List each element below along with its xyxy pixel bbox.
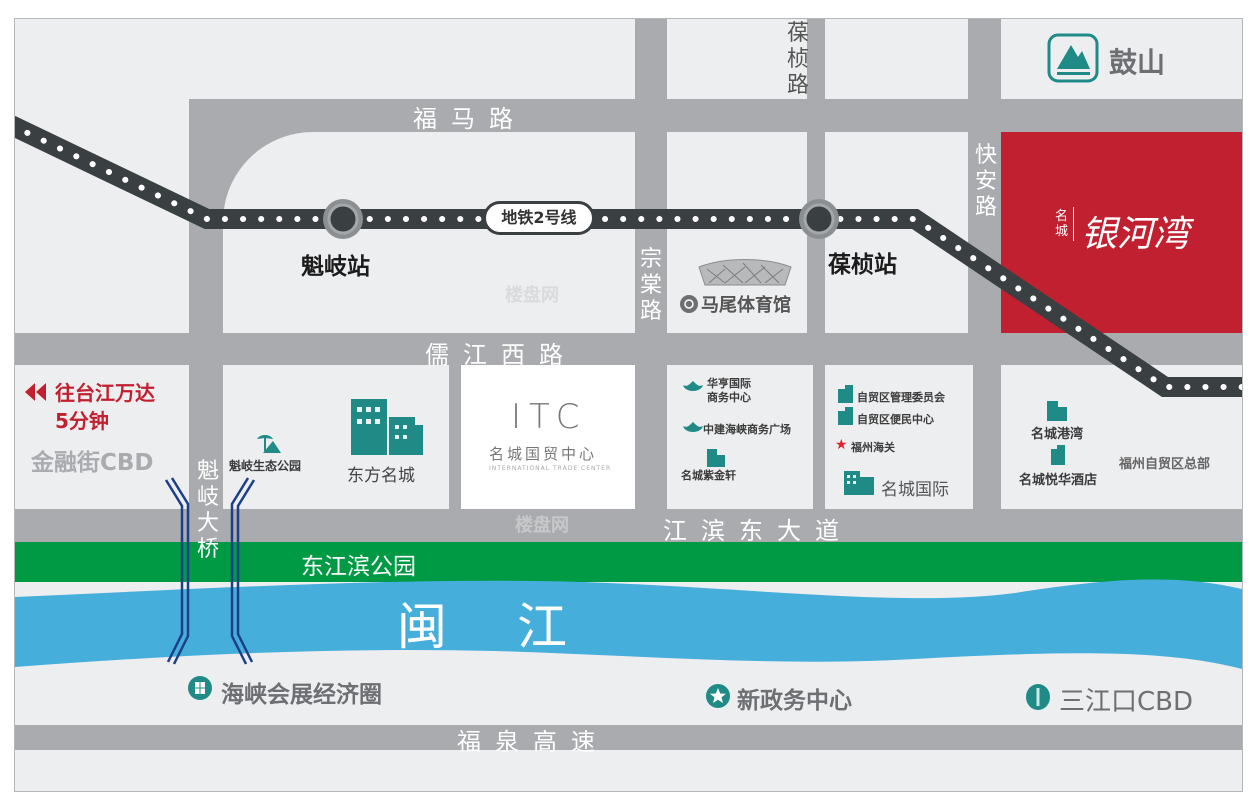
label-mingcheng-intl: 名城国际 xyxy=(881,480,949,500)
label-haixia-expo: 海峡会展经济圈 xyxy=(221,682,382,708)
building-icon xyxy=(838,407,853,425)
label-customs: 福州海关 xyxy=(851,441,895,454)
station-yingzhen: 葆桢站 xyxy=(828,252,897,278)
label-ftz-committee: 自贸区管理委员会 xyxy=(857,391,945,404)
label-itc-cn: 名城国贸中心 xyxy=(489,445,598,463)
block-itc xyxy=(461,365,635,509)
lotus-icon xyxy=(683,381,703,391)
block-top-mid xyxy=(667,19,807,99)
road-yingzhen: 葆桢路 xyxy=(786,21,809,98)
building-icon xyxy=(707,449,725,467)
label-gushan: 鼓山 xyxy=(1109,46,1166,79)
watermark: 楼盘网 xyxy=(505,285,559,306)
building-icon xyxy=(1051,445,1065,465)
itc-logo: ITC xyxy=(511,397,588,437)
label-mawei-gym: 马尾体育馆 xyxy=(701,295,791,316)
lotus-icon xyxy=(683,422,703,432)
road-fuquan-expressway: 福泉高速 xyxy=(457,728,609,756)
building-icon xyxy=(844,471,874,495)
label-zhongjian: 中建海峡商务广场 xyxy=(703,423,791,436)
station-kuiqi: 魁岐站 xyxy=(301,254,370,280)
label-huaheng-1: 华亨国际 xyxy=(707,377,751,390)
road-rujiang-west: 儒江西路 xyxy=(425,341,577,369)
road-kuiqi-bridge: 魁岐大桥 xyxy=(196,459,219,562)
label-mingcheng-gangwan: 名城港湾 xyxy=(1031,427,1084,442)
kuiqi-bridge xyxy=(164,477,256,665)
project-brand-small: 名城 xyxy=(1055,209,1069,239)
sports-icon xyxy=(680,295,698,313)
label-yuehua-hotel: 名城悦华酒店 xyxy=(1019,473,1098,488)
metro-line-2 xyxy=(15,115,1242,397)
block-bottom xyxy=(15,750,1242,791)
block-gushan xyxy=(1001,19,1242,99)
label-new-gov-center: 新政务中心 xyxy=(737,688,852,714)
expo-icon xyxy=(188,676,212,700)
project-divider xyxy=(1073,207,1074,241)
double-left-arrow-icon xyxy=(25,383,46,401)
label-huaheng-2: 商务中心 xyxy=(707,391,751,404)
building-icon xyxy=(351,399,423,455)
block-top-right1 xyxy=(825,19,968,99)
tower-icon xyxy=(1026,684,1050,710)
project-name: 银河湾 xyxy=(1081,214,1190,255)
star-icon: ★ xyxy=(835,437,848,453)
stadium-icon xyxy=(698,259,792,286)
building-icon xyxy=(838,385,853,403)
label-5-minutes: 5分钟 xyxy=(55,409,109,433)
road-jiangbin-east: 江滨东大道 xyxy=(663,517,853,545)
road-zongtang: 宗棠路 xyxy=(639,247,662,324)
label-itc-en: INTERNATIONAL TRADE CENTER xyxy=(489,465,612,472)
label-zijinxuan: 名城紫金轩 xyxy=(681,469,736,482)
label-kuiqi-park: 魁岐生态公园 xyxy=(229,459,302,473)
dongjiangbin-park-strip xyxy=(15,542,1242,582)
label-financial-cbd: 金融街CBD xyxy=(31,450,154,476)
location-map: 地铁2号线 魁岐站 葆桢站 福马路 儒江西路 江滨东大道 福泉高速 葆桢路 宗棠… xyxy=(14,18,1243,792)
palm-tree-icon xyxy=(257,435,281,453)
road-kuaian: 快安路 xyxy=(974,143,997,220)
label-minjiang: 闽江 xyxy=(397,598,637,656)
mountain-icon xyxy=(1047,33,1099,83)
label-ftz-service: 自贸区便民中心 xyxy=(857,413,934,426)
metro-line-label: 地铁2号线 xyxy=(483,201,595,235)
label-ftz-hq: 福州自贸区总部 xyxy=(1119,457,1211,472)
label-dongfang-mingcheng: 东方名城 xyxy=(347,466,415,486)
watermark: 楼盘网 xyxy=(515,515,569,536)
label-dongjiangbin-park: 东江滨公园 xyxy=(301,554,416,580)
star-circle-icon xyxy=(706,684,730,708)
label-to-taijiang: 往台江万达 xyxy=(55,381,155,405)
label-sanjiangkou-cbd: 三江口CBD xyxy=(1059,687,1194,717)
road-fuma: 福马路 xyxy=(413,105,527,133)
block-corner-fill xyxy=(15,19,280,99)
building-icon xyxy=(1047,401,1067,421)
minjiang-river xyxy=(15,579,1242,669)
